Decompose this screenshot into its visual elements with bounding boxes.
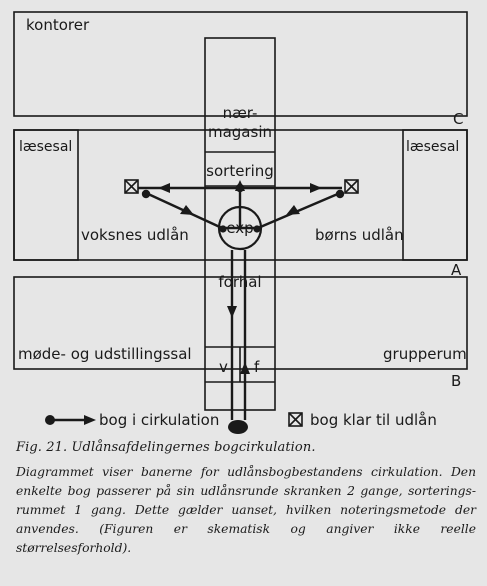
arrow-left-out [158, 183, 170, 193]
caption-title: Fig. 21. Udlånsafdelingernes bogcirkulat… [16, 440, 316, 455]
central-spine [204, 37, 276, 411]
label-f: f [254, 358, 260, 376]
ready-box-right [344, 179, 359, 194]
arrow-down-1 [227, 306, 237, 318]
label-kontorer: kontorer [26, 16, 90, 34]
circulation-diagram: kontorer nær- magasin sortering læsesal … [13, 11, 468, 434]
dot-exp-right [253, 225, 261, 233]
dot-legend [45, 415, 55, 425]
label-laesesal-left: læsesal [19, 139, 72, 155]
dot-left [141, 189, 151, 199]
legend-circulation-label: bog i cirkulation [99, 411, 219, 429]
arrow-legend [84, 415, 96, 425]
label-exp: exp [226, 219, 253, 237]
dot-exp-left [219, 225, 227, 233]
arrow-right-return [286, 205, 300, 215]
arrow-left-return [180, 205, 194, 215]
dot-sortering [235, 183, 245, 193]
dot-entrance [228, 420, 248, 434]
marker-c: C [453, 110, 463, 128]
marker-a: A [451, 261, 462, 279]
marker-b: B [451, 372, 461, 390]
arrow-right-out [310, 183, 322, 193]
label-magasin: magasin [208, 123, 272, 141]
ready-box-left [124, 179, 139, 194]
dot-right [335, 189, 345, 199]
label-moede-udstilling: møde- og udstillingssal [18, 345, 192, 363]
label-laesesal-right: læsesal [406, 139, 459, 155]
label-forhal: forhal [218, 273, 261, 291]
legend-ready-label: bog klar til udlån [310, 411, 437, 429]
laesesal-right-room [402, 129, 468, 261]
ready-box-legend [288, 412, 303, 427]
figure-caption: Fig. 21. Udlånsafdelingernes bogcirkulat… [16, 440, 476, 558]
label-grupperum: grupperum [383, 345, 467, 363]
kontorer-wing [13, 11, 468, 117]
label-v: v [219, 358, 228, 376]
laesesal-left-room [13, 129, 79, 261]
label-naer: nær- [223, 104, 258, 122]
label-boerns-udlaan: børns udlån [315, 226, 404, 244]
label-voksnes-udlaan: voksnes udlån [81, 226, 189, 244]
label-sortering: sortering [206, 162, 274, 180]
arrow-up-1 [240, 362, 250, 374]
caption-body: Diagrammet viser banerne for udlånsbogbe… [16, 465, 476, 555]
